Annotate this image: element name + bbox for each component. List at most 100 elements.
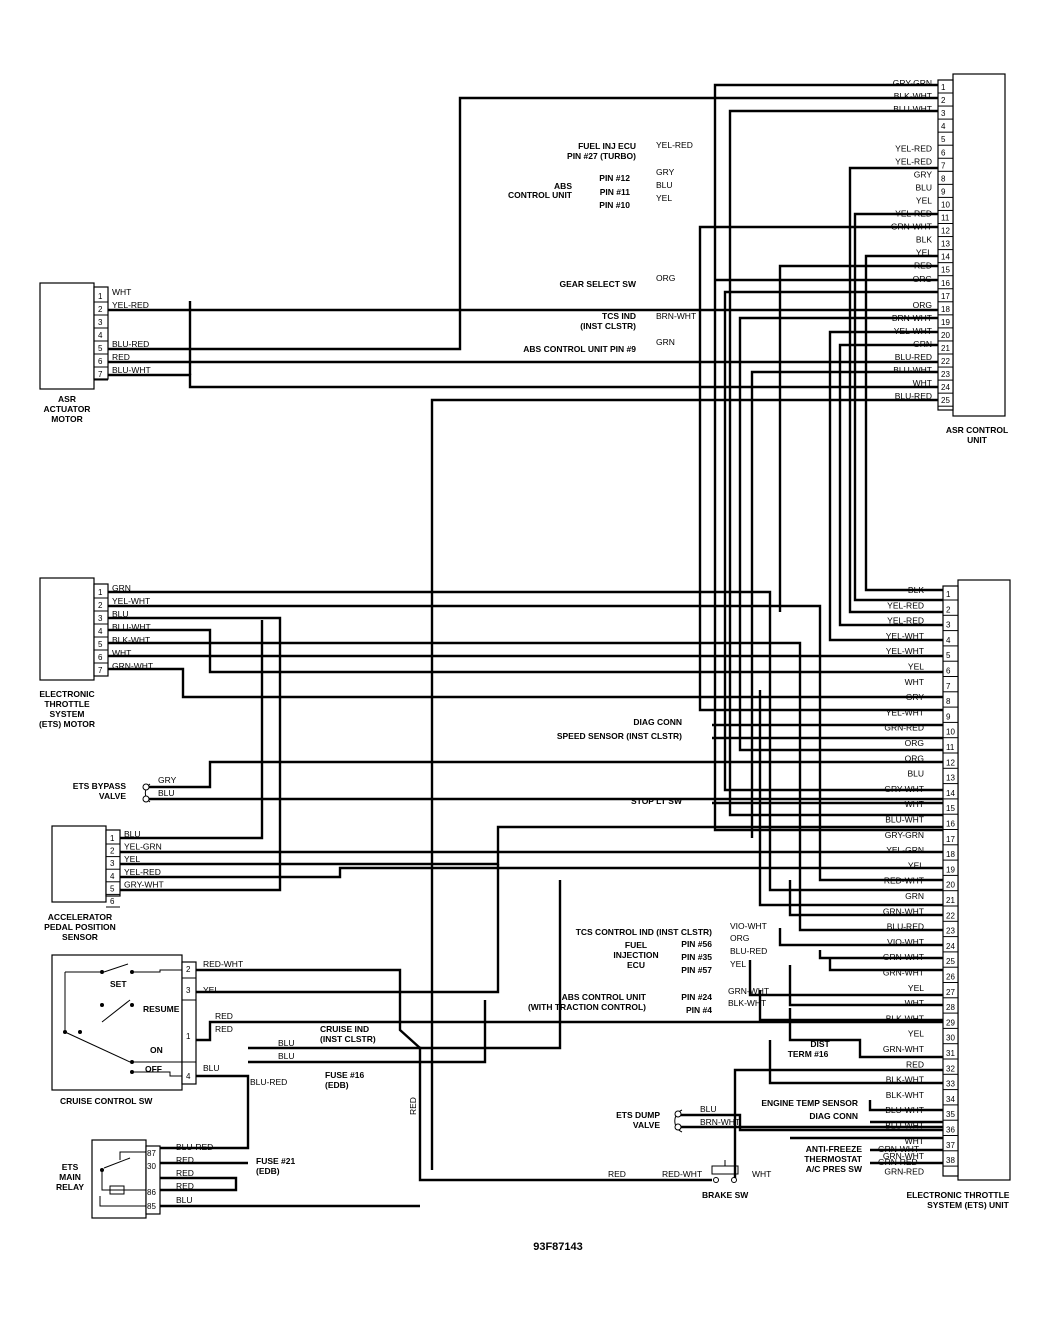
cruise-pos-on: ON <box>150 1045 163 1055</box>
asr-unit-wire-label: BLU <box>915 182 932 192</box>
asr-motor-pin: 4 <box>98 331 103 340</box>
ets-unit-wire-label: YEL-GRN <box>886 845 924 855</box>
relay-pin-87: 87 <box>147 1149 156 1158</box>
ets-unit-wire-label: ORG <box>905 753 924 763</box>
abs-pin9-label: ABS CONTROL UNIT PIN #9 <box>523 344 636 354</box>
ets-unit-pin: 25 <box>946 957 955 966</box>
relay-label-3: RELAY <box>56 1182 84 1192</box>
asr-motor-pin: 1 <box>98 292 103 301</box>
asr-unit-pin: 16 <box>941 279 950 288</box>
brake-sw-label: BRAKE SW <box>702 1190 749 1200</box>
accel-sensor-wire-label: YEL-GRN <box>124 842 162 852</box>
ets-unit-wire-label: YEL-RED <box>887 616 924 626</box>
asr-motor-wire-label: WHT <box>112 287 131 297</box>
bypass-valve-label-1: ETS BYPASS <box>73 781 127 791</box>
cruise-pos-off: OFF <box>145 1064 162 1074</box>
asr-motor-pin: 2 <box>98 305 103 314</box>
ets-unit-wire-label: YEL-WHT <box>886 631 924 641</box>
fuel-ecu-label-1: FUEL <box>625 940 647 950</box>
asr-unit-wire-label: WHT <box>913 378 932 388</box>
tcs-control-ind-wire: VIO-WHT <box>730 921 767 931</box>
asr-unit-wire-label: BLU-WHT <box>893 365 932 375</box>
fuel-ecu-wire-yel: YEL <box>730 959 746 969</box>
ets-bypass-valve: ETS BYPASS VALVE GRY BLU <box>73 775 177 803</box>
asr-references: FUEL INJ ECU PIN #27 (TURBO) YEL-RED ABS… <box>508 140 696 354</box>
bypass-wire-gry: GRY <box>158 775 177 785</box>
fuse16-label-1: FUSE #16 <box>325 1070 364 1080</box>
accel-label-3: SENSOR <box>62 932 98 942</box>
ets-control-unit: 1234567891011121314151617181920212223242… <box>883 579 1011 1210</box>
asr-unit-pin: 12 <box>941 227 950 236</box>
cruise-ind-label-2: (INST CLSTR) <box>320 1034 376 1044</box>
fuel-ecu-pin-57: PIN #57 <box>681 965 712 975</box>
asr-unit-pin: 22 <box>941 357 950 366</box>
ets-unit-wire-label: GRN-WHT <box>883 1044 924 1054</box>
relay-pin-85: 85 <box>147 1202 156 1211</box>
ets-unit-label-2: SYSTEM (ETS) UNIT <box>927 1200 1010 1210</box>
fuse-16: FUSE #16 (EDB) BLU BLU-RED <box>250 1051 364 1090</box>
speed-sensor-label: SPEED SENSOR (INST CLSTR) <box>557 731 682 741</box>
ets-unit-pin: 7 <box>946 682 951 691</box>
cruise-wire-blu: BLU <box>203 1063 220 1073</box>
relay-label-1: ETS <box>62 1162 79 1172</box>
ets-unit-wire-label: RED <box>906 1059 924 1069</box>
abs-tc-label-2: (WITH TRACTION CONTROL) <box>528 1002 646 1012</box>
cruise-pin-4: 4 <box>186 1072 191 1081</box>
asr-unit-label-2: UNIT <box>967 435 988 445</box>
asr-unit-wire-label: YEL-RED <box>895 143 932 153</box>
ets-unit-pin: 20 <box>946 881 955 890</box>
brake-wire-wht: WHT <box>752 1169 771 1179</box>
ets-motor-label-1: ELECTRONIC <box>39 689 94 699</box>
ets-unit-label-1: ELECTRONIC THROTTLE <box>907 1190 1010 1200</box>
fuel-ecu-label-3: ECU <box>627 960 645 970</box>
abs-tc-label-1: ABS CONTROL UNIT <box>562 992 647 1002</box>
accel-sensor-wire-label: BLU <box>124 829 141 839</box>
asr-unit-pin: 15 <box>941 266 950 275</box>
ets-unit-pin: 3 <box>946 621 951 630</box>
accel-sensor-pin: 6 <box>110 897 115 906</box>
ets-unit-wire-label: BLK-WHT <box>886 1075 924 1085</box>
accel-label-2: PEDAL POSITION <box>44 922 116 932</box>
accel-label-1: ACCELERATOR <box>48 912 112 922</box>
abs-wire-blu: BLU <box>656 180 673 190</box>
antifreeze-wire-grn-wht: GRN-WHT <box>878 1144 919 1154</box>
ets-motor-wire-label: BLU <box>112 609 129 619</box>
cruise-pos-resume: RESUME <box>143 1004 180 1014</box>
asr-unit-pin: 18 <box>941 305 950 314</box>
accel-sensor-pin: 5 <box>110 884 115 893</box>
brake-wire-red: RED <box>608 1169 626 1179</box>
asr-unit-pin: 3 <box>941 109 946 118</box>
ets-unit-pin: 17 <box>946 835 955 844</box>
antifreeze-label-3: A/C PRES SW <box>806 1164 863 1174</box>
fuse16-wire-blu-red: BLU-RED <box>250 1077 287 1087</box>
fuel-inj-ecu-label-2: PIN #27 (TURBO) <box>567 151 636 161</box>
cruise-ind-wire: BLU <box>278 1038 295 1048</box>
relay-wire-red-1: RED <box>176 1155 194 1165</box>
accel-sensor-wire-label: GRY-WHT <box>124 879 164 889</box>
ets-unit-wire-label: YEL <box>908 1029 924 1039</box>
ets-motor-label-4: (ETS) MOTOR <box>39 719 95 729</box>
ets-unit-wire-label: WHT <box>905 1136 924 1146</box>
ets-unit-wire-label: GRN-RED <box>884 1166 924 1176</box>
relay-wire-red-2: RED <box>176 1168 194 1178</box>
ets-motor-label-3: SYSTEM <box>50 709 85 719</box>
abs-wire-yel: YEL <box>656 193 672 203</box>
antifreeze-label-1: ANTI-FREEZE <box>806 1144 863 1154</box>
abs-wire-gry: GRY <box>656 167 675 177</box>
ets-unit-pin: 12 <box>946 758 955 767</box>
accel-sensor-wire-label: YEL-RED <box>124 867 161 877</box>
fuse16-wire-blu: BLU <box>278 1051 295 1061</box>
antifreeze-wire-grn-red: GRN-RED <box>878 1157 918 1167</box>
asr-unit-pin: 8 <box>941 174 946 183</box>
ets-unit-wire-label: VIO-WHT <box>887 937 924 947</box>
cruise-wire-red-1: RED <box>215 1011 233 1021</box>
asr-unit-pin: 14 <box>941 253 950 262</box>
ets-unit-wire-label: GRN <box>905 891 924 901</box>
ets-dump-valve: ETS DUMP VALVE BLU BRN-WHT <box>616 1104 740 1133</box>
accel-sensor-pin: 3 <box>110 859 115 868</box>
accel-sensor-wire-label: YEL <box>124 854 140 864</box>
asr-unit-wire-label: GRY-GRN <box>893 78 932 88</box>
ets-unit-pin: 9 <box>946 712 951 721</box>
